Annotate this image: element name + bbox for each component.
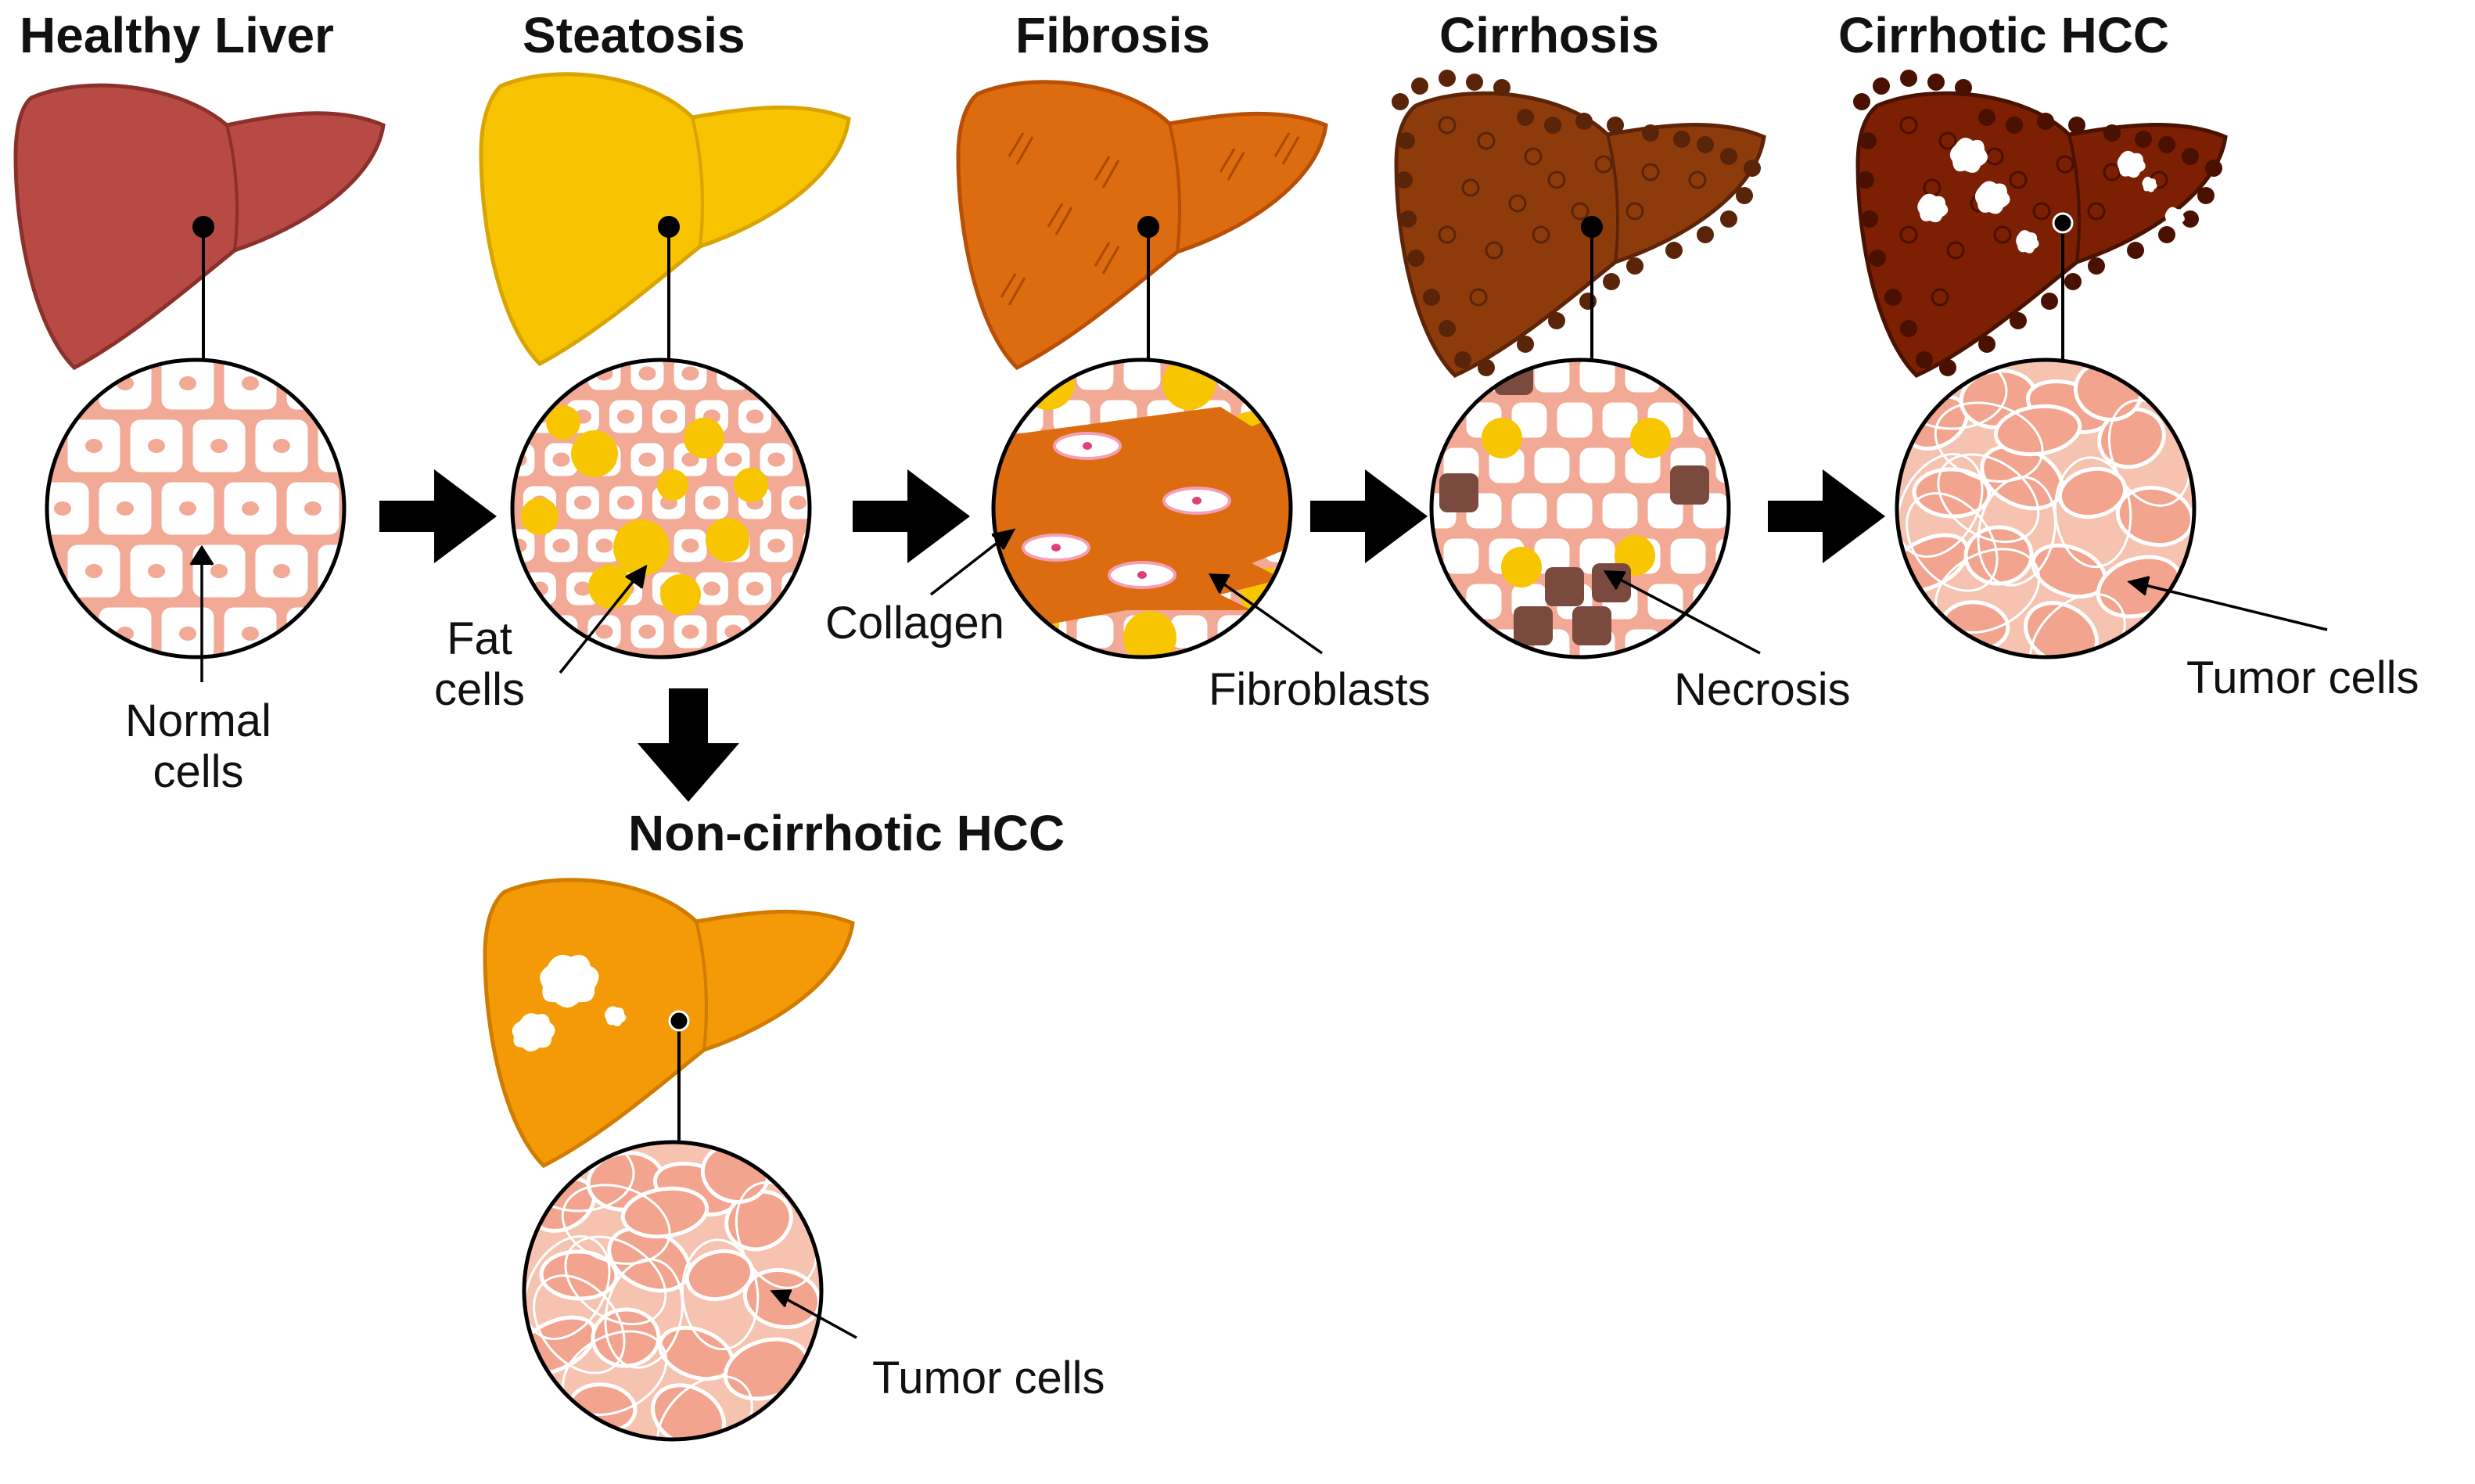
cirrhotic-nodules — [1853, 70, 2222, 376]
tissue-non-cirrhotic-hcc — [522, 1140, 824, 1442]
tissue-normal — [45, 358, 347, 659]
tumor-spots — [1917, 138, 2185, 253]
label-tumor-cells-non-cirrhotic: Tumor cells — [872, 1353, 1105, 1403]
branch-title-non-cirrhotic-hcc: Non-cirrhotic HCC — [628, 805, 1065, 861]
arrow-healthy-to-steatosis — [379, 469, 497, 563]
stage-title-healthy-liver: Healthy Liver — [20, 7, 334, 63]
arrow-steatosis-to-fibrosis — [853, 469, 970, 563]
stage-title-cirrhotic-hcc: Cirrhotic HCC — [1838, 7, 2170, 63]
label-fibroblasts: Fibroblasts — [1209, 664, 1431, 715]
tumor-spots — [512, 954, 627, 1051]
liver-cirrhotic-hcc — [1853, 70, 2228, 379]
stage-title-fibrosis: Fibrosis — [1015, 7, 1210, 63]
callout-stems — [192, 212, 2074, 1142]
stage-title-cirrhosis: Cirrhosis — [1439, 7, 1659, 63]
label-fat-cells: Fat cells — [434, 613, 526, 715]
tissue-cirrhotic-hcc — [1895, 358, 2197, 659]
stage-title-steatosis: Steatosis — [523, 7, 745, 63]
cirrhotic-nodules — [1392, 70, 1761, 376]
tissue-fibrosis — [991, 358, 1293, 659]
pointer-lines — [189, 528, 2328, 1339]
arrow-fibrosis-to-cirrhosis — [1310, 469, 1428, 563]
progression-arrows — [379, 469, 1885, 802]
arrow-steatosis-to-non-cirrhotic-hcc — [638, 688, 739, 802]
tissue-cirrhosis — [1429, 358, 1731, 659]
collagen-streaks — [1000, 132, 1300, 306]
tissue-steatosis — [510, 358, 812, 659]
label-normal-cells: Normal cells — [125, 695, 271, 797]
liver-cirrhosis — [1392, 70, 1766, 379]
arrow-cirrhosis-to-hcc — [1768, 469, 1885, 563]
label-tumor-cells-cirrhotic: Tumor cells — [2186, 652, 2419, 703]
label-collagen: Collagen — [825, 598, 1004, 649]
label-necrosis: Necrosis — [1674, 664, 1851, 715]
